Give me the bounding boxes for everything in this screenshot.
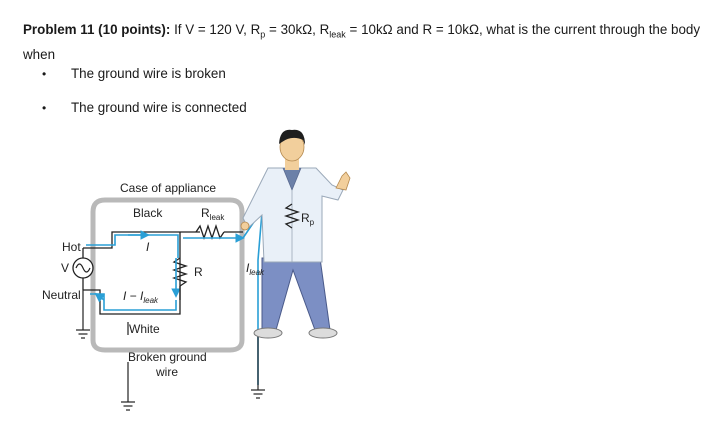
i-label: I [146,240,150,254]
black-label: Black [133,206,163,220]
problem-heading: Problem 11 (10 points): [23,22,171,37]
rleak-label: Rleak [201,206,225,222]
rleak-resistor [195,223,225,241]
bullet-ground-connected: The ground wire is connected [38,98,247,132]
ac-wave-icon [75,263,91,273]
person-illustration [240,129,351,339]
problem-statement: Problem 11 (10 points): If V = 120 V, Rp… [23,20,713,65]
broken-ground-label: Broken ground [128,350,207,364]
current-path-hot [86,234,179,258]
i-minus-ileak-label: I − Ileak [123,289,159,305]
ground-icon-body [251,330,265,399]
r-label: R [194,265,203,279]
rp-label: Rp [301,211,315,227]
problem-text-2: = 30kΩ, R [265,22,330,37]
problem-text-1: If V = 120 V, R [170,22,261,37]
broken-wire-label: wire [155,365,178,379]
problem-text-3: = 10kΩ and R = 10kΩ, what is the current… [23,22,701,62]
rp-subscript: p [260,29,266,40]
case-label: Case of appliance [120,181,216,195]
ground-icon-appliance [121,401,135,411]
bullet-ground-broken: The ground wire is broken [38,64,247,98]
appliance-case [90,197,245,353]
rleak-subscript: leak [329,29,346,40]
neutral-wire [83,286,181,315]
hot-label: Hot [62,240,81,254]
question-list: The ground wire is broken The ground wir… [38,64,247,132]
ileak-label: Ileak [246,261,265,277]
rp-resistor [283,203,301,229]
v-label: V [61,261,69,275]
neutral-label: Neutral [42,288,81,302]
white-label: White [129,322,160,336]
ground-icon-neutral [76,329,90,339]
